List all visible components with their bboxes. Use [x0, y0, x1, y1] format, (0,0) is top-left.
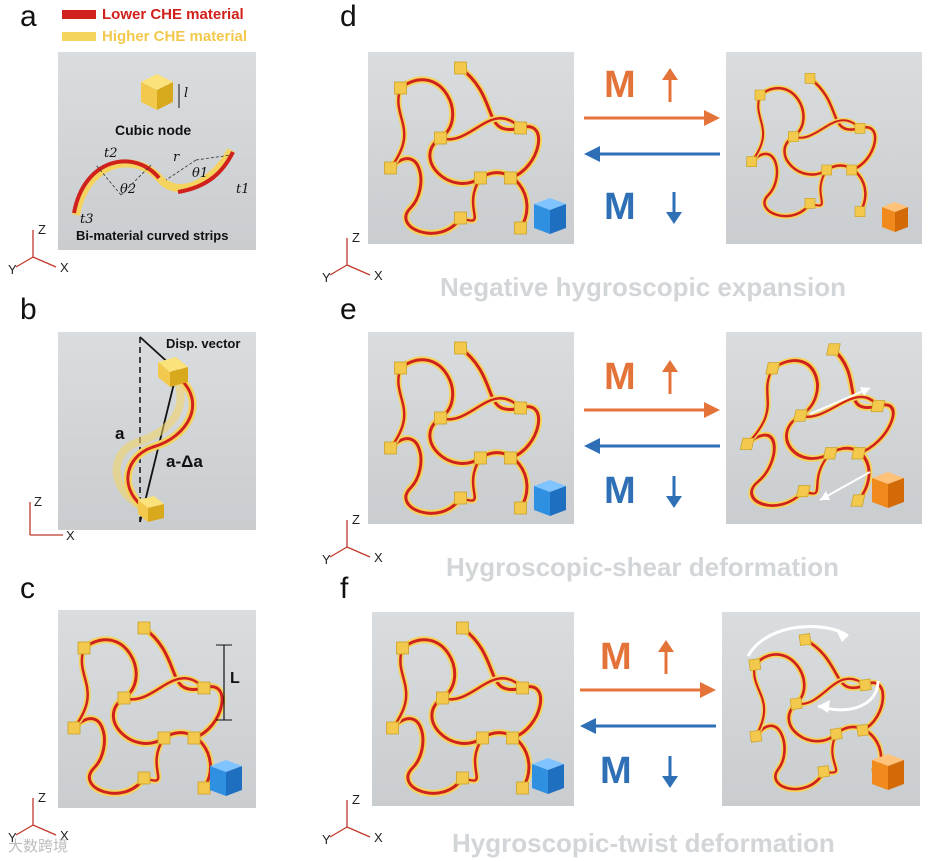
- sym-theta2: θ2: [120, 182, 137, 197]
- cubic-node-icon: [141, 74, 180, 110]
- axis-triad-d: Z X Y: [322, 230, 383, 285]
- svg-text:Z: Z: [34, 494, 42, 509]
- axis-y-label: Y: [8, 262, 17, 277]
- a-minus-da-label: a-Δa: [166, 452, 203, 471]
- moisture-down-label: M: [600, 750, 632, 792]
- caption-f: Hygroscopic-twist deformation: [452, 828, 835, 858]
- panel-c-label: c: [20, 572, 35, 605]
- axis-triad-f: Z X Y: [322, 792, 383, 847]
- legend-lower-swatch: [62, 10, 96, 19]
- a-length-label: a: [115, 424, 125, 443]
- sym-t2: t2: [104, 146, 118, 161]
- panel-f-label: f: [340, 572, 349, 605]
- svg-text:Y: Y: [322, 270, 331, 285]
- legend-lower-label: Lower CHE material: [102, 6, 244, 23]
- down-arrow-icon: [662, 756, 678, 788]
- svg-text:X: X: [374, 550, 383, 565]
- panel-a-label: a: [20, 0, 37, 33]
- moisture-down-label: M: [604, 186, 636, 228]
- up-arrow-icon: [662, 360, 678, 394]
- svg-text:Z: Z: [352, 792, 360, 807]
- svg-text:Y: Y: [322, 832, 331, 847]
- orange-cube-icon: [872, 754, 904, 790]
- lattice-f-left: [380, 618, 545, 798]
- axis-z-label: Z: [38, 222, 46, 237]
- svg-text:Y: Y: [8, 830, 17, 845]
- sym-theta1: θ1: [192, 166, 209, 181]
- legend-higher-swatch: [62, 32, 96, 41]
- blue-cube-icon: [534, 198, 566, 234]
- strip-label: Bi-material curved strips: [76, 228, 229, 243]
- svg-text:Z: Z: [38, 790, 46, 805]
- blue-cube-icon: [532, 758, 564, 794]
- svg-text:X: X: [60, 828, 69, 843]
- cubic-node-label: Cubic node: [115, 122, 192, 138]
- moisture-up-label: M: [604, 64, 636, 106]
- caption-d: Negative hygroscopic expansion: [440, 272, 847, 302]
- lattice-c: [64, 618, 224, 798]
- legend-higher-label: Higher CHE material: [102, 28, 248, 45]
- twist-arrow-icon: [746, 625, 880, 713]
- sym-r: r: [173, 150, 180, 165]
- svg-text:Z: Z: [352, 512, 360, 527]
- bimaterial-strip-diagram: [72, 148, 235, 216]
- orange-cube-icon: [872, 472, 904, 508]
- sym-t3: t3: [80, 212, 94, 227]
- orange-cube-icon: [882, 202, 908, 232]
- lattice-d-right: [740, 70, 880, 220]
- left-arrow-icon: [584, 146, 720, 162]
- axis-triad-e: Z X Y: [322, 512, 383, 567]
- right-arrow-icon: [584, 402, 720, 418]
- displacement-diagram: [112, 336, 197, 523]
- up-arrow-icon: [662, 68, 678, 102]
- blue-cube-icon: [210, 760, 242, 796]
- panel-b-label: b: [20, 293, 37, 326]
- axis-triad-a: Z X Y: [8, 222, 69, 277]
- panel-e-label: e: [340, 293, 357, 326]
- moisture-down-label: M: [604, 470, 636, 512]
- sym-t1: t1: [236, 182, 250, 197]
- lattice-d-left: [378, 58, 543, 238]
- svg-text:X: X: [374, 268, 383, 283]
- lattice-e-left: [378, 338, 543, 518]
- axis-triad-c: Z X Y: [8, 790, 69, 845]
- moisture-up-label: M: [600, 636, 632, 678]
- down-arrow-icon: [666, 192, 682, 224]
- sym-l: l: [184, 86, 189, 101]
- svg-text:Y: Y: [322, 552, 331, 567]
- shear-arrow-icon: [809, 387, 871, 501]
- caption-e: Hygroscopic-shear deformation: [446, 552, 839, 582]
- left-arrow-icon: [584, 438, 720, 454]
- axis-x-label: X: [60, 260, 69, 275]
- L-label: L: [230, 670, 240, 687]
- down-arrow-icon: [666, 476, 682, 508]
- disp-vector-label: Disp. vector: [166, 336, 241, 351]
- panel-d-label: d: [340, 0, 357, 33]
- moisture-up-label: M: [604, 356, 636, 398]
- right-arrow-icon: [580, 682, 716, 698]
- svg-text:X: X: [66, 528, 75, 543]
- up-arrow-icon: [658, 640, 674, 674]
- blue-cube-icon: [534, 480, 566, 516]
- svg-text:Z: Z: [352, 230, 360, 245]
- axis-dyad-b: Z X: [29, 494, 75, 543]
- left-arrow-icon: [580, 718, 716, 734]
- svg-text:X: X: [374, 830, 383, 845]
- L-dimension: [216, 644, 232, 721]
- right-arrow-icon: [584, 110, 720, 126]
- watermark: 大数跨境: [8, 838, 69, 855]
